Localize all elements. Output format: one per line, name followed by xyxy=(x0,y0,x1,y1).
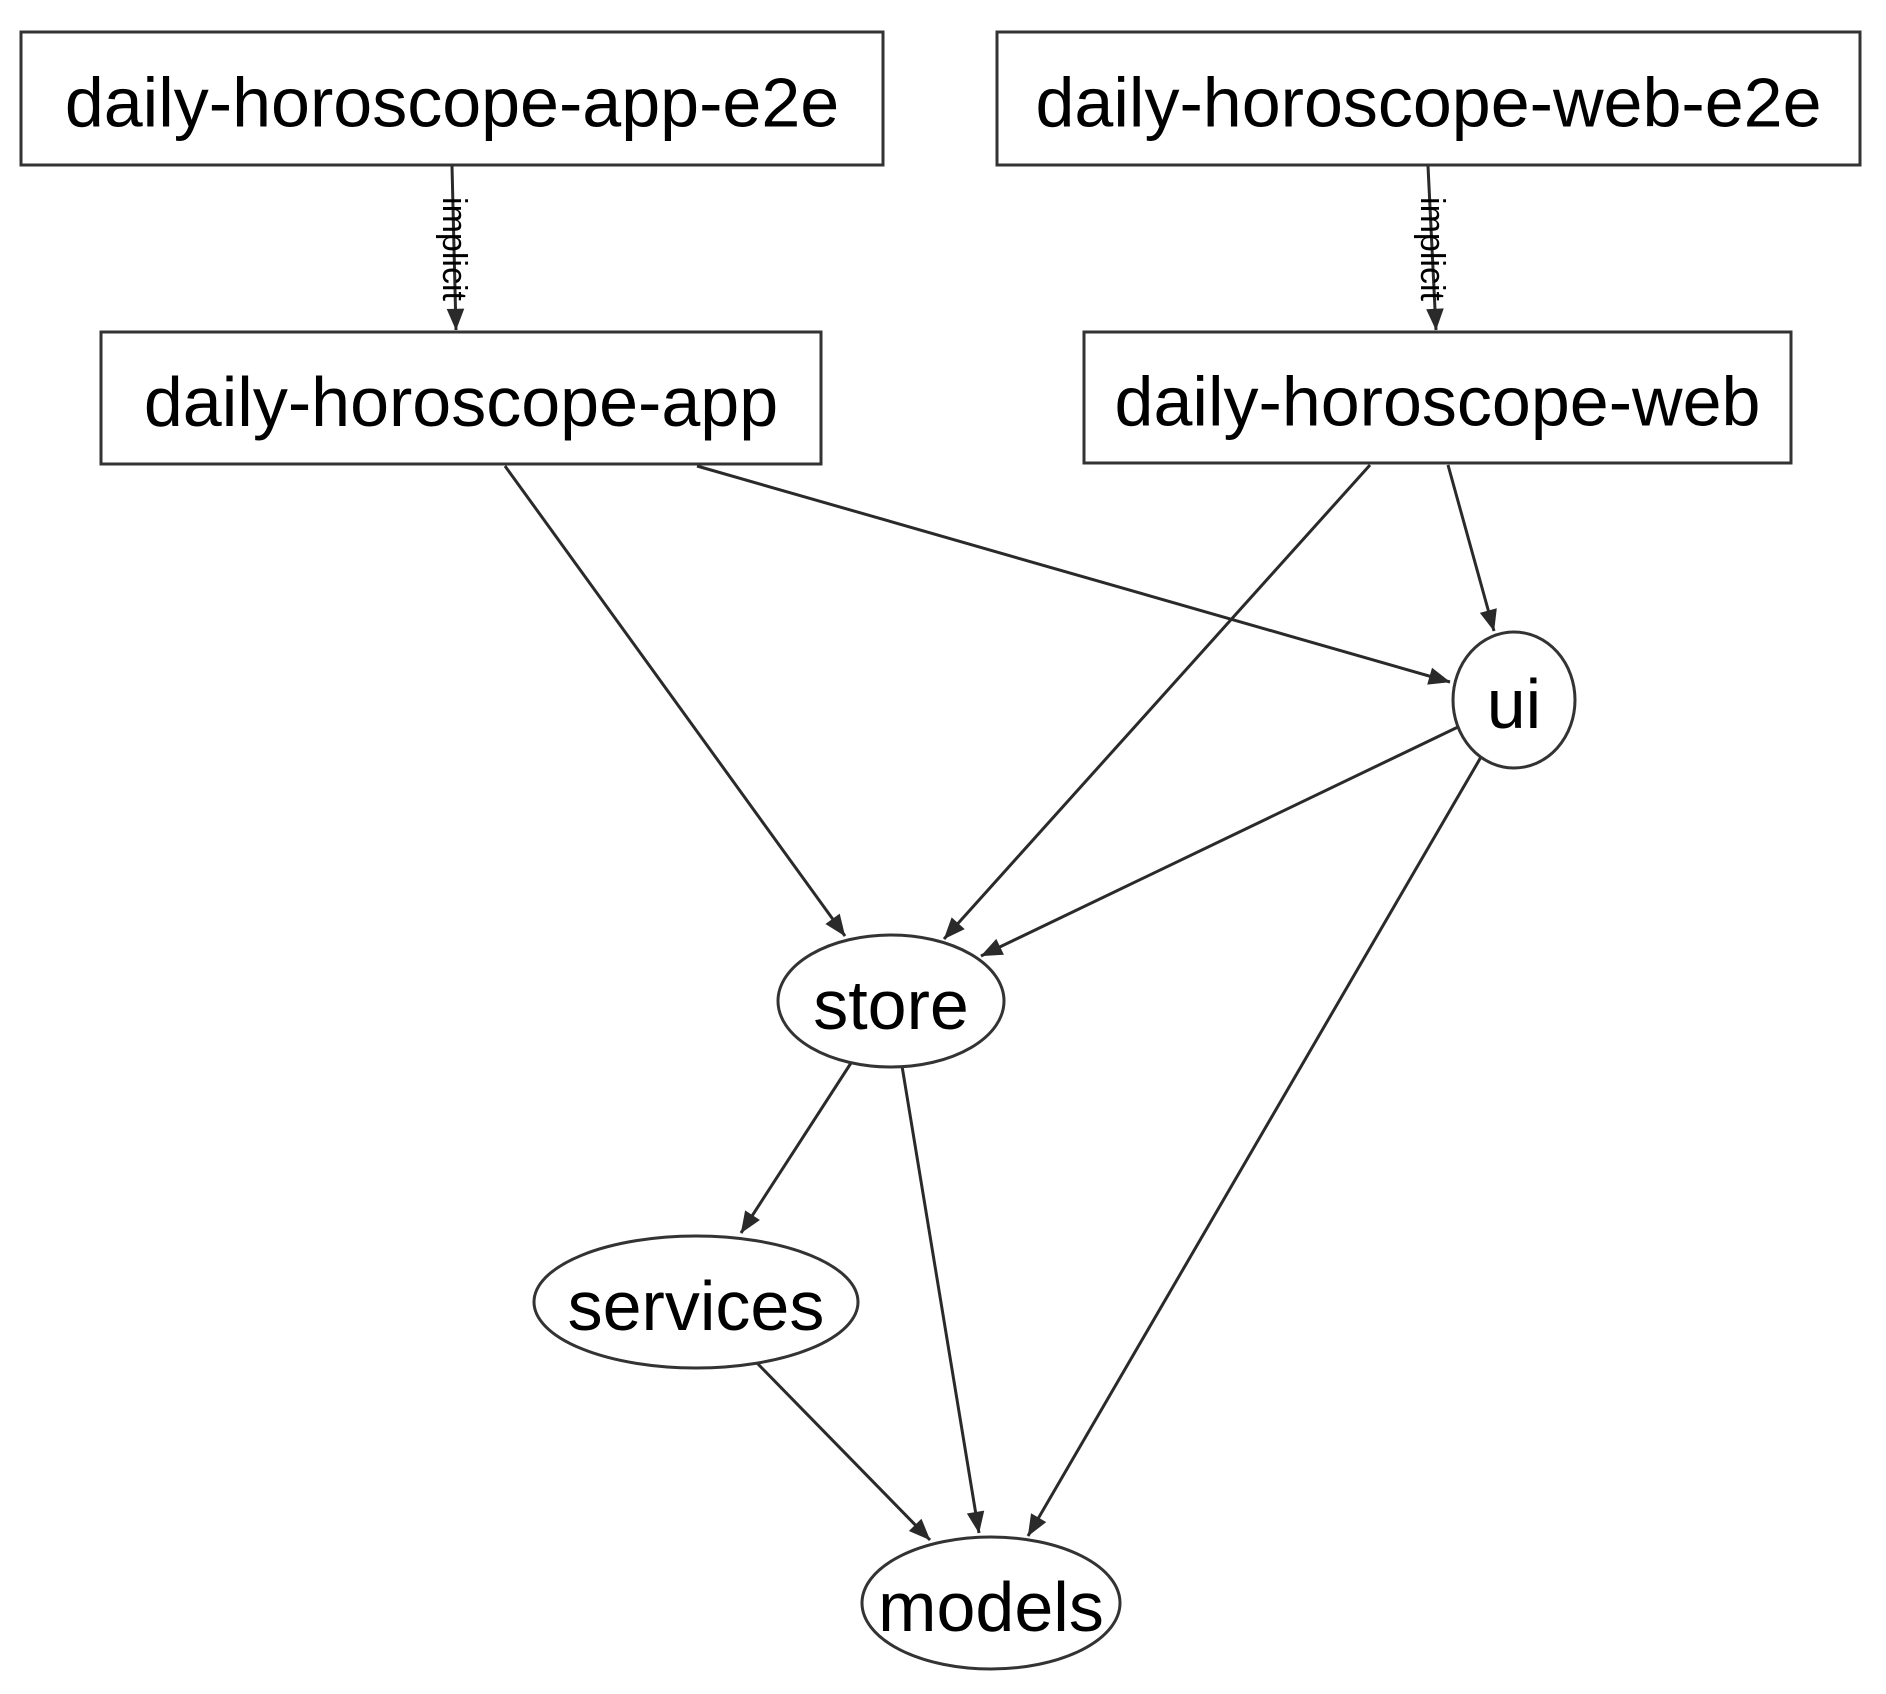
edge-daily-horoscope-app-to-store xyxy=(503,465,847,937)
node-services xyxy=(532,1234,860,1370)
edge-store-to-services xyxy=(739,1062,853,1234)
node-label-ui: ui xyxy=(1487,665,1541,743)
node-label-daily-horoscope-web-e2e: daily-horoscope-web-e2e xyxy=(1036,64,1822,142)
node-daily-horoscope-web xyxy=(1082,330,1793,465)
edge-daily-horoscope-app-e2e-to-daily-horoscope-app xyxy=(446,165,465,331)
node-label-models: models xyxy=(878,1568,1104,1646)
node-label-daily-horoscope-web: daily-horoscope-web xyxy=(1115,363,1761,441)
edge-daily-horoscope-web-e2e-to-daily-horoscope-web xyxy=(1426,165,1444,331)
edge-daily-horoscope-web-to-ui xyxy=(1446,464,1497,632)
edges-layer: implicit implicit xyxy=(435,165,1497,1542)
edge-ui-to-store xyxy=(980,725,1459,958)
node-daily-horoscope-web-e2e xyxy=(995,30,1862,167)
node-models xyxy=(860,1535,1122,1671)
edge-ui-to-models xyxy=(1026,756,1483,1537)
edge-label-implicit: implicit xyxy=(1413,197,1451,301)
edge-label-implicit: implicit xyxy=(435,197,473,301)
edge-store-to-models xyxy=(900,1065,985,1534)
nodes-layer: daily-horoscope-app-e2e daily-horoscope-w… xyxy=(19,30,1862,1671)
node-label-services: services xyxy=(568,1267,825,1345)
edge-services-to-models xyxy=(755,1361,932,1542)
node-daily-horoscope-app xyxy=(99,330,823,466)
node-label-daily-horoscope-app-e2e: daily-horoscope-app-e2e xyxy=(65,64,839,142)
node-label-daily-horoscope-app: daily-horoscope-app xyxy=(144,363,778,441)
node-label-store: store xyxy=(813,966,969,1044)
node-daily-horoscope-app-e2e xyxy=(19,30,885,167)
node-ui xyxy=(1451,630,1577,770)
edge-daily-horoscope-web-to-store xyxy=(942,463,1372,941)
edge-daily-horoscope-app-to-ui xyxy=(696,464,1451,685)
node-store xyxy=(776,933,1006,1069)
